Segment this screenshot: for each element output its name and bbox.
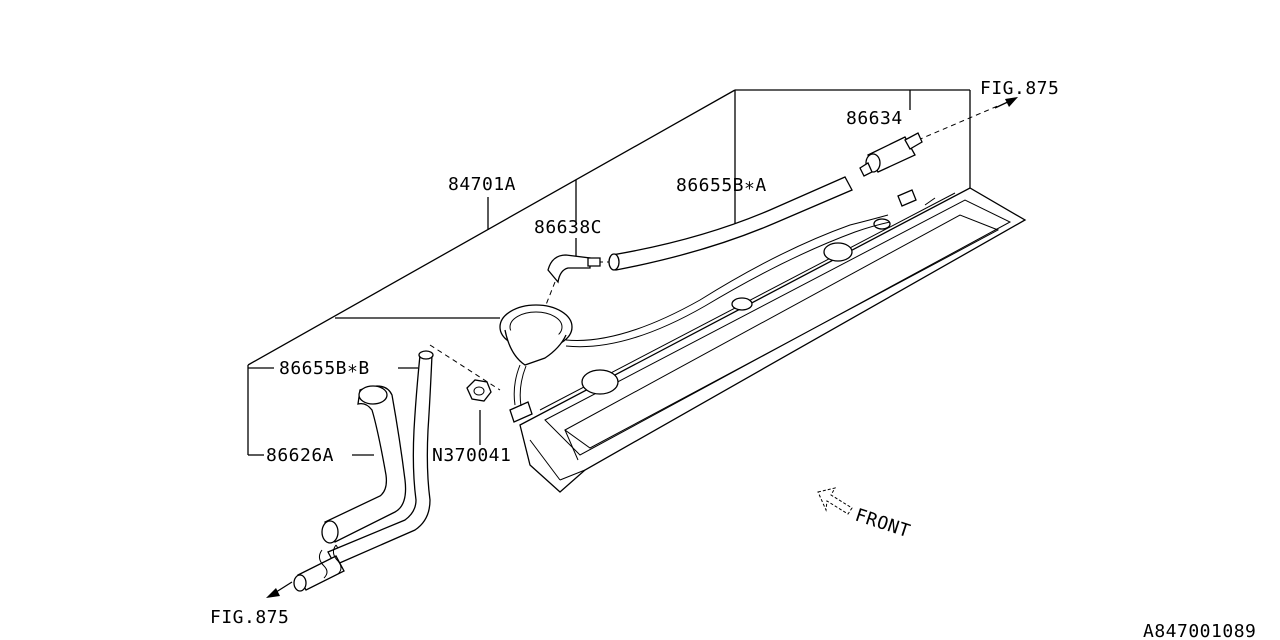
- valve-86634: [859, 132, 923, 177]
- hose-86626a: [321, 385, 407, 544]
- label-86638c: 86638C: [534, 217, 602, 238]
- label-n370041: N370041: [432, 445, 511, 466]
- label-84701a: 84701A: [448, 174, 516, 195]
- front-arrow-icon: [817, 487, 853, 515]
- label-86655ba: 86655B∗A: [676, 175, 767, 196]
- canister-body: [509, 187, 1027, 493]
- tube-86655ba: [608, 176, 853, 271]
- label-fig-875-top: FIG.875: [980, 78, 1059, 99]
- leader-lines: [247, 89, 971, 456]
- label-fig-875-bottom: FIG.875: [210, 607, 289, 628]
- dashed-connections: [335, 104, 1001, 561]
- label-86634: 86634: [846, 108, 903, 129]
- label-86626a: 86626A: [266, 445, 334, 466]
- label-front: FRONT: [852, 505, 912, 542]
- filler-assembly: [499, 214, 891, 407]
- label-86655bb: 86655B∗B: [279, 358, 370, 379]
- connector-86638c: [547, 254, 601, 284]
- pipe-end: [293, 544, 345, 592]
- arrow-bottom-icon: [266, 581, 293, 598]
- arrow-top-icon: [994, 97, 1018, 109]
- nut-n370041: [466, 379, 492, 402]
- diagram-code: A847001089: [1143, 621, 1256, 640]
